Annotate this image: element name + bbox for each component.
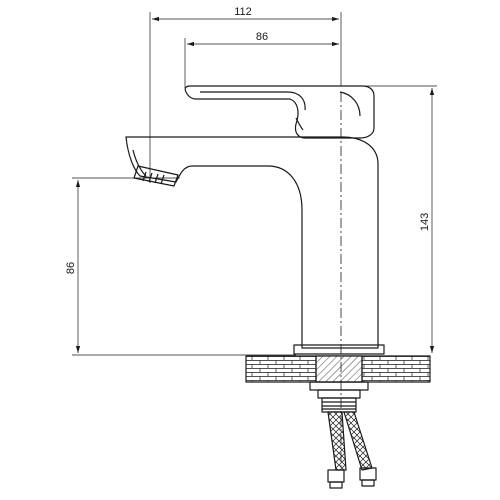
aerator xyxy=(133,165,179,187)
faucet-body xyxy=(125,136,379,349)
label-overall-width: 112 xyxy=(234,6,252,18)
label-total-height: 143 xyxy=(419,213,431,231)
faucet-handle xyxy=(184,85,375,139)
dimension-handle-width xyxy=(184,38,339,88)
faucet-base xyxy=(293,344,385,355)
mounting-nut xyxy=(309,381,369,413)
countertop xyxy=(245,355,431,383)
dimension-spout-height xyxy=(72,177,296,356)
supply-hoses xyxy=(327,411,377,489)
dimension-overall-width xyxy=(149,12,342,183)
label-handle-width: 86 xyxy=(256,31,268,43)
label-spout-height: 86 xyxy=(65,262,77,274)
